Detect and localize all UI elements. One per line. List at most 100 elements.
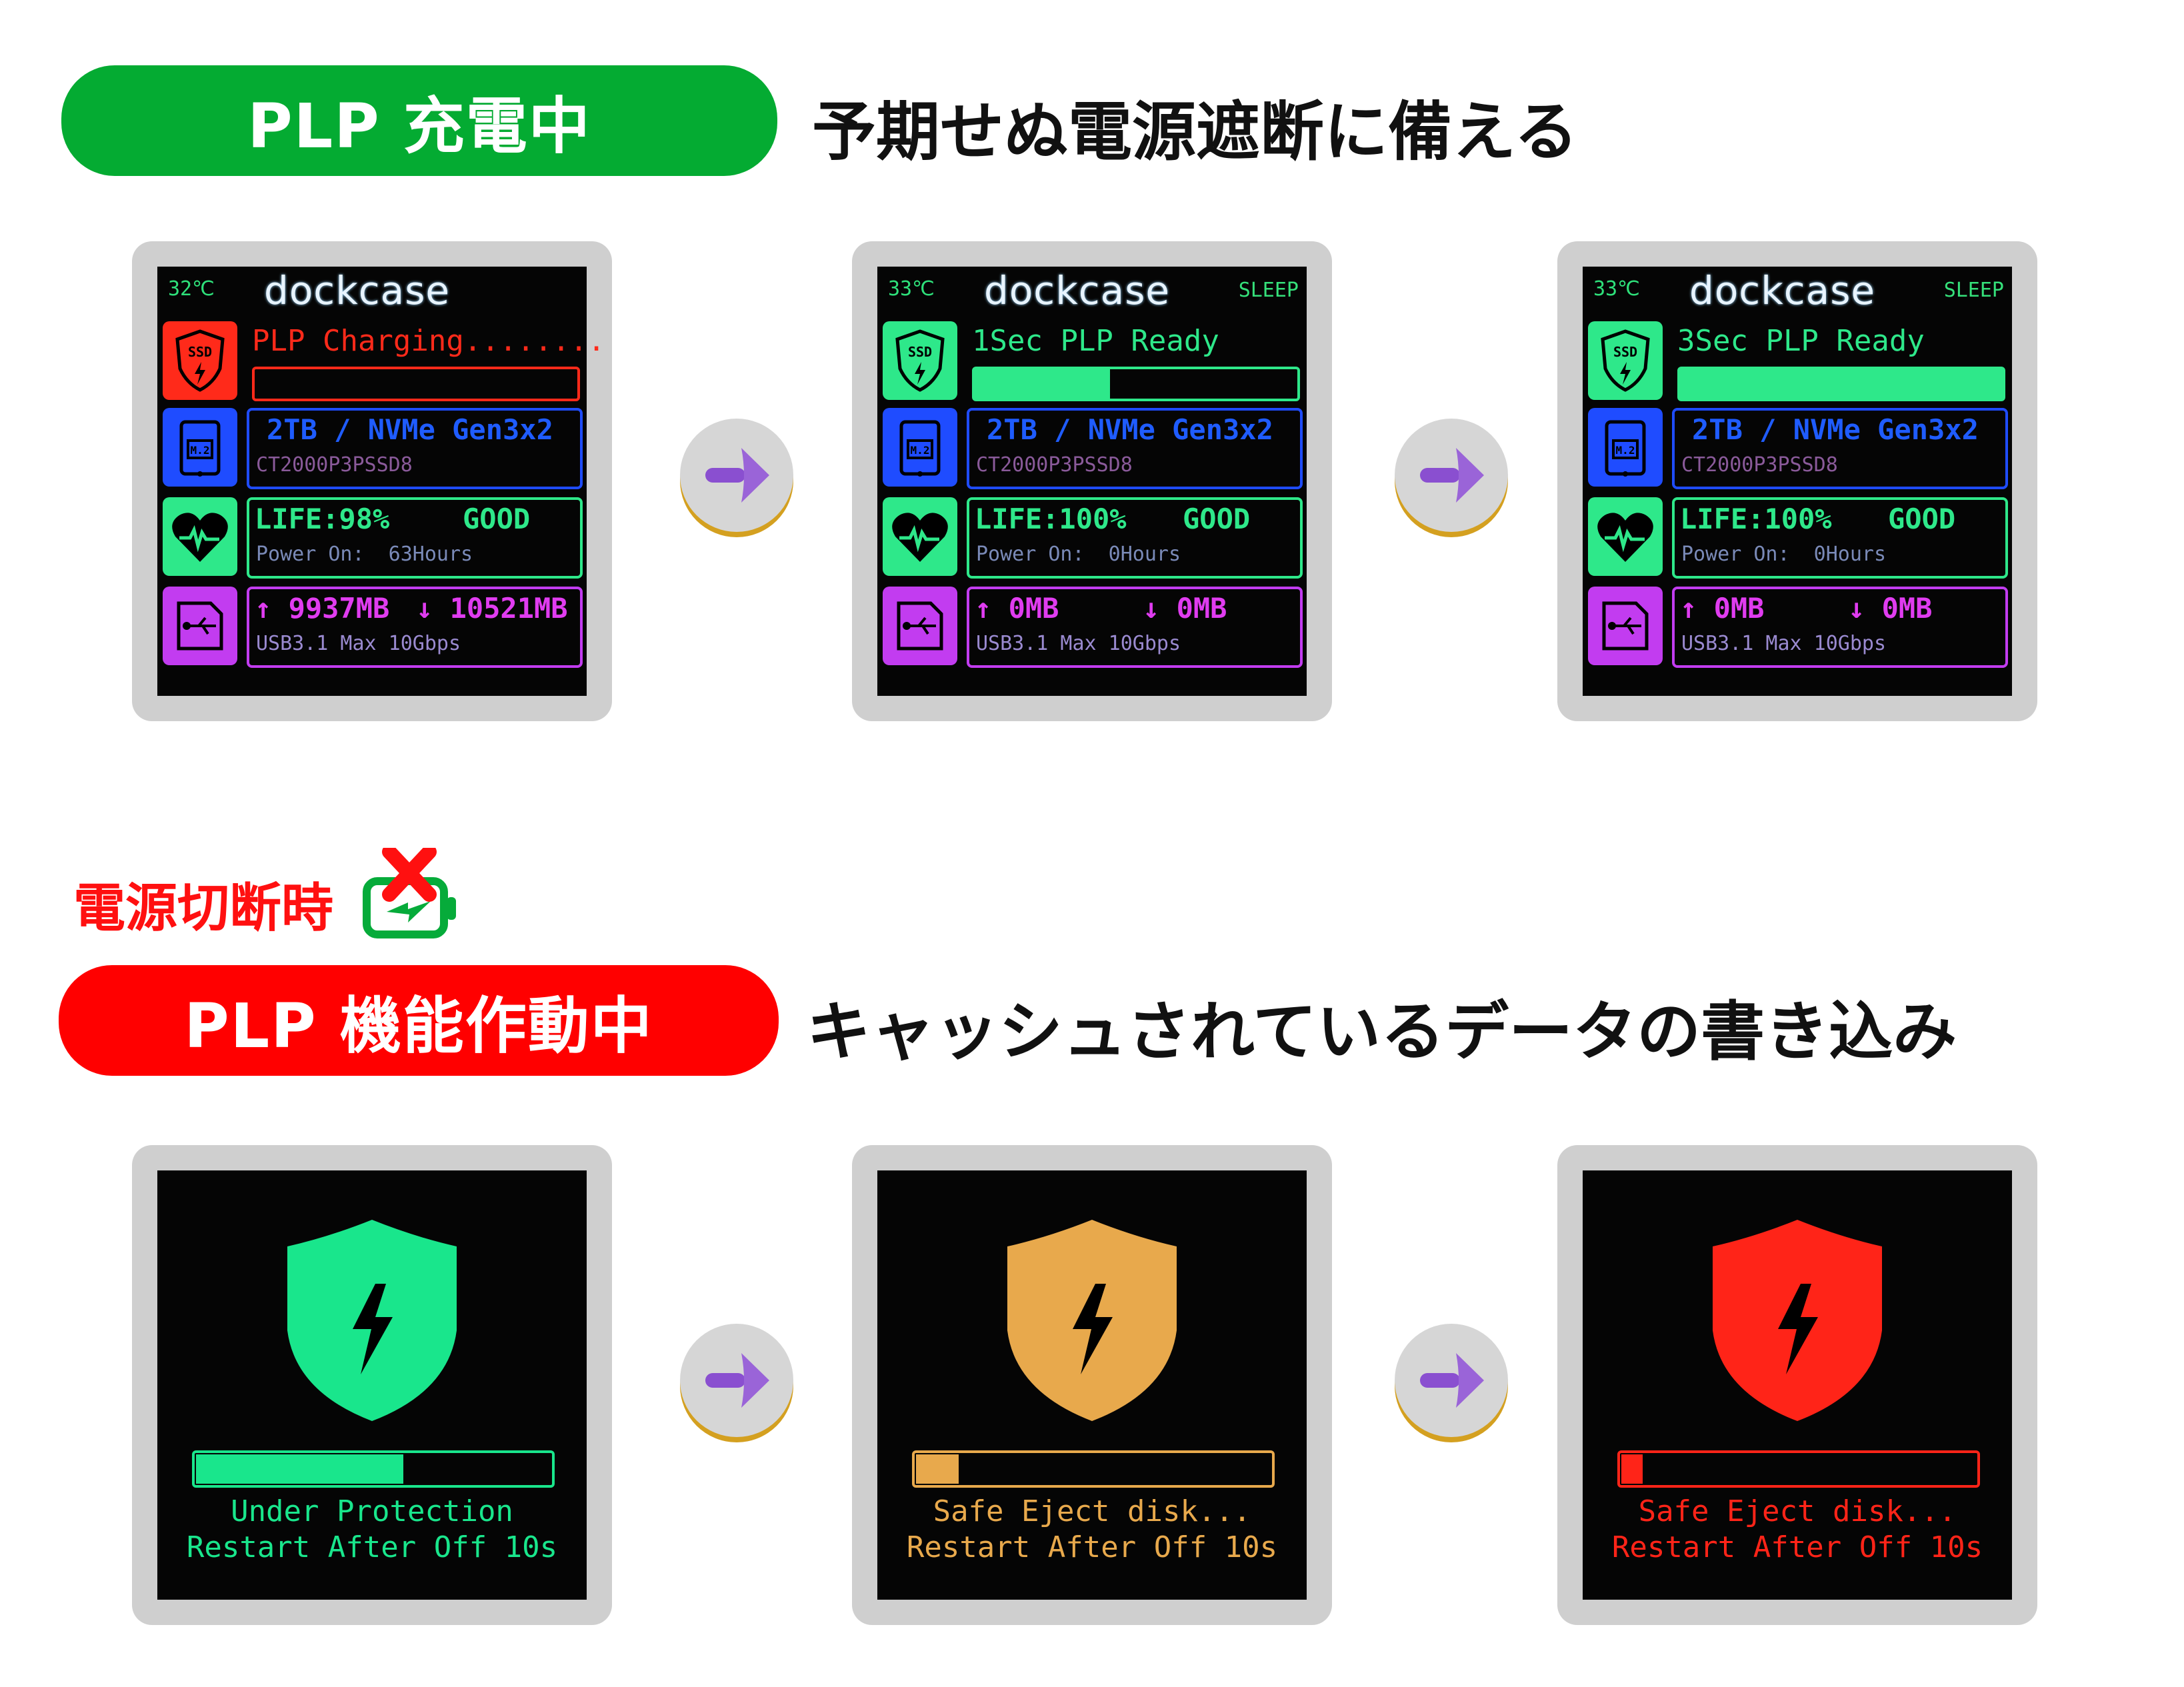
transfer-row: ↑ 0MB ↓ 0MB USB3.1 Max 10Gbps — [1588, 587, 2008, 668]
drive-capacity: 2TB / NVMe Gen3x2 — [987, 413, 1273, 446]
upload-total: ↑ 0MB — [1680, 592, 1765, 625]
drive-info-box: 2TB / NVMe Gen3x2 CT2000P3PSSD8 — [247, 408, 583, 489]
shield-ssd-icon: SSD — [883, 321, 957, 400]
plp-active-pill: PLP 機能作動中 — [59, 965, 779, 1076]
usb-icon — [163, 587, 237, 665]
health-row: LIFE:100% GOOD Power On: 0Hours — [883, 497, 1303, 579]
power-cut-label: 電源切断時 — [73, 878, 334, 938]
status-bar: 33℃ dockcase SLEEP — [877, 267, 1307, 313]
health-status: GOOD — [1888, 503, 1956, 535]
transfer-row: ↑ 9937MB ↓ 10521MB USB3.1 Max 10Gbps — [163, 587, 583, 668]
download-total: ↓ 10521MB — [416, 592, 568, 625]
transfer-box: ↑ 9937MB ↓ 10521MB USB3.1 Max 10Gbps — [247, 587, 583, 668]
drive-info-row: M.2 2TB / NVMe Gen3x2 CT2000P3PSSD8 — [1588, 408, 2008, 489]
status-bar: 33℃ dockcase SLEEP — [1583, 267, 2012, 313]
shield-ssd-icon: SSD — [163, 321, 237, 400]
protection-progress-fill — [1621, 1454, 1643, 1484]
protection-status-text: Under Protection — [231, 1494, 513, 1528]
plp-row: SSD 1Sec PLP Ready — [883, 321, 1301, 401]
plp-status-text: 3Sec PLP Ready — [1677, 324, 1925, 358]
transfer-row: ↑ 0MB ↓ 0MB USB3.1 Max 10Gbps — [883, 587, 1303, 668]
m2-card-icon: M.2 — [163, 408, 237, 487]
protection-progress-fill — [196, 1454, 403, 1484]
m2-card-icon: M.2 — [1588, 408, 1663, 487]
shield-bolt-icon — [157, 1217, 587, 1424]
device-screen: 33℃ dockcase SLEEP SSD 3Sec PLP Ready M.… — [1583, 267, 2012, 696]
drive-info-row: M.2 2TB / NVMe Gen3x2 CT2000P3PSSD8 — [163, 408, 583, 489]
health-status: GOOD — [1183, 503, 1251, 535]
section1-headline: 予期せぬ電源遮断に備える — [812, 95, 1579, 169]
upload-total: ↑ 0MB — [975, 592, 1059, 625]
arrow-right-icon — [680, 419, 793, 532]
battery-disconnected-icon — [360, 844, 467, 948]
drive-info-row: M.2 2TB / NVMe Gen3x2 CT2000P3PSSD8 — [883, 408, 1303, 489]
drive-info-box: 2TB / NVMe Gen3x2 CT2000P3PSSD8 — [1672, 408, 2008, 489]
plp-status-text: 1Sec PLP Ready — [972, 324, 1219, 358]
protection-status-text: Safe Eject disk... — [1638, 1494, 1957, 1528]
heartbeat-icon — [1588, 497, 1663, 576]
download-total: ↓ 0MB — [1143, 592, 1227, 625]
health-row: LIFE:100% GOOD Power On: 0Hours — [1588, 497, 2008, 579]
heartbeat-icon — [883, 497, 957, 576]
device-screen: Safe Eject disk... Restart After Off 10s — [877, 1170, 1307, 1600]
svg-text:SSD: SSD — [1613, 344, 1637, 360]
shield-ssd-icon: SSD — [1588, 321, 1663, 400]
protection-progress-bar — [1617, 1450, 1980, 1488]
m2-card-icon: M.2 — [883, 408, 957, 487]
protection-status-text: Safe Eject disk... — [933, 1494, 1251, 1528]
download-total: ↓ 0MB — [1848, 592, 1933, 625]
transfer-box: ↑ 0MB ↓ 0MB USB3.1 Max 10Gbps — [1672, 587, 2008, 668]
plp-status-text: PLP Charging........ — [252, 324, 605, 358]
shield-bolt-icon — [877, 1217, 1307, 1424]
health-box: LIFE:100% GOOD Power On: 0Hours — [1672, 497, 2008, 579]
device-display-frame: Safe Eject disk... Restart After Off 10s — [1557, 1145, 2037, 1625]
plp-row: SSD PLP Charging........ — [163, 321, 605, 401]
brand-logo: dockcase — [264, 268, 451, 313]
power-on-hours: Power On: 0Hours — [1681, 543, 1887, 566]
svg-text:SSD: SSD — [908, 344, 932, 360]
drive-model: CT2000P3PSSD8 — [976, 453, 1133, 477]
device-screen: Safe Eject disk... Restart After Off 10s — [1583, 1170, 2012, 1600]
plp-progress-bar — [972, 367, 1300, 401]
plp-progress-bar — [1677, 367, 2005, 401]
svg-text:M.2: M.2 — [911, 444, 930, 457]
usb-icon — [1588, 587, 1663, 665]
device-screen: 33℃ dockcase SLEEP SSD 1Sec PLP Ready M.… — [877, 267, 1307, 696]
plp-charging-pill: PLP 充電中 — [61, 65, 777, 176]
svg-text:M.2: M.2 — [191, 444, 210, 457]
plp-row: SSD 3Sec PLP Ready — [1588, 321, 2007, 401]
health-status: GOOD — [463, 503, 531, 535]
transfer-box: ↑ 0MB ↓ 0MB USB3.1 Max 10Gbps — [967, 587, 1303, 668]
drive-model: CT2000P3PSSD8 — [256, 453, 413, 477]
power-on-hours: Power On: 63Hours — [256, 543, 473, 566]
heartbeat-icon — [163, 497, 237, 576]
temperature: 33℃ — [1593, 277, 1640, 301]
svg-text:M.2: M.2 — [1616, 444, 1635, 457]
status-bar: 32℃ dockcase — [157, 267, 587, 313]
arrow-right-icon — [680, 1324, 793, 1437]
sleep-status: SLEEP — [1238, 279, 1299, 302]
plp-progress-fill — [975, 369, 1111, 399]
life-percent: LIFE:98% — [255, 503, 390, 535]
temperature: 32℃ — [168, 277, 215, 301]
brand-logo: dockcase — [984, 268, 1171, 313]
device-display-frame: 32℃ dockcase SSD PLP Charging........ M.… — [132, 241, 612, 721]
temperature: 33℃ — [888, 277, 935, 301]
device-display-frame: Safe Eject disk... Restart After Off 10s — [852, 1145, 1332, 1625]
power-on-hours: Power On: 0Hours — [976, 543, 1181, 566]
plp-active-label: PLP 機能作動中 — [184, 990, 653, 1062]
protection-progress-fill — [916, 1454, 959, 1484]
brand-logo: dockcase — [1689, 268, 1876, 313]
plp-progress-fill — [1680, 369, 2003, 399]
arrow-right-icon — [1395, 419, 1508, 532]
restart-notice-text: Restart After Off 10s — [906, 1530, 1278, 1564]
health-row: LIFE:98% GOOD Power On: 63Hours — [163, 497, 583, 579]
drive-info-box: 2TB / NVMe Gen3x2 CT2000P3PSSD8 — [967, 408, 1303, 489]
usb-icon — [883, 587, 957, 665]
protection-progress-bar — [912, 1450, 1275, 1488]
plp-charging-label: PLP 充電中 — [247, 90, 591, 162]
sleep-status: SLEEP — [1943, 279, 2004, 302]
device-display-frame: Under Protection Restart After Off 10s — [132, 1145, 612, 1625]
health-box: LIFE:100% GOOD Power On: 0Hours — [967, 497, 1303, 579]
usb-info: USB3.1 Max 10Gbps — [976, 632, 1181, 655]
